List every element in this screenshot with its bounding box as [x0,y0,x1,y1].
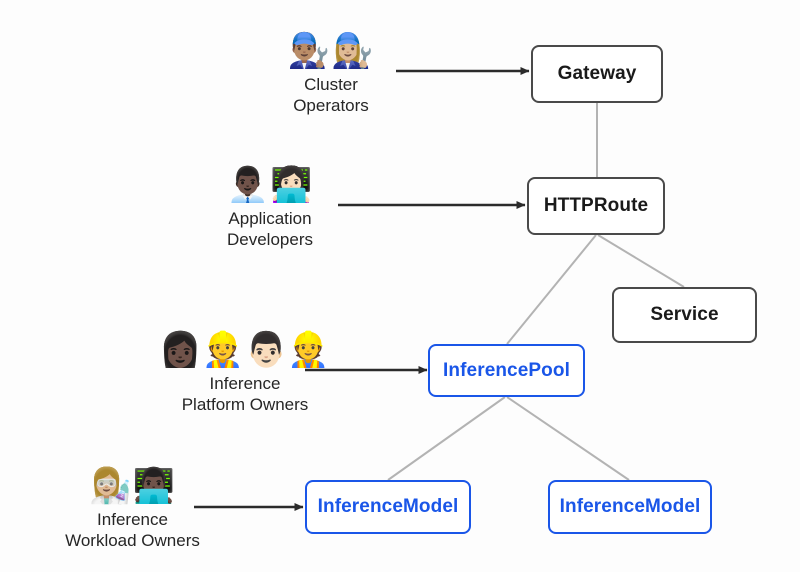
woman-scientist-emoji: 👩🏼‍🔬👨🏿‍💻 [89,467,176,505]
actor-inference-workload-owners: 👩🏼‍🔬👨🏿‍💻 Inference Workload Owners [50,466,215,551]
edge-inferencepool-inferencemodel-1 [387,396,506,481]
node-inferencepool[interactable]: InferencePool [428,344,585,397]
edge-inferencepool-inferencemodel-2 [506,396,630,481]
actor-arrows [194,67,530,511]
actor-application-developers: 👨🏿‍💼👩🏻‍💻 Application Developers [205,165,335,250]
node-inferencemodel-2[interactable]: InferenceModel [548,480,712,534]
actor-label-application-developers: Application Developers [227,209,313,249]
actor-label-inference-platform-owners: Inference Platform Owners [181,374,309,414]
edge-httproute-service [597,234,685,288]
node-inferencemodel-1[interactable]: InferenceModel [305,480,471,534]
edge-httproute-inferencepool [506,234,597,345]
node-gateway[interactable]: Gateway [531,45,663,103]
node-httproute[interactable]: HTTPRoute [527,177,665,235]
actor-inference-platform-owners: 👩🏿‍👷👨🏻‍👷 Inference Platform Owners [159,330,329,415]
actor-cluster-operators: 👨🏽‍🔧👩🏼‍🔧 Cluster Operators [266,31,396,116]
man-office-worker-emoji: 👨🏿‍💼👩🏻‍💻 [226,166,314,204]
node-service[interactable]: Service [612,287,757,343]
woman-construction-worker-emoji: 👩🏿‍👷👨🏻‍👷 [159,331,331,369]
actor-label-inference-workload-owners: Inference Workload Owners [65,510,200,550]
man-mechanic-emoji: 👨🏽‍🔧👩🏼‍🔧 [287,32,375,70]
actor-label-cluster-operators: Cluster Operators [293,75,369,115]
